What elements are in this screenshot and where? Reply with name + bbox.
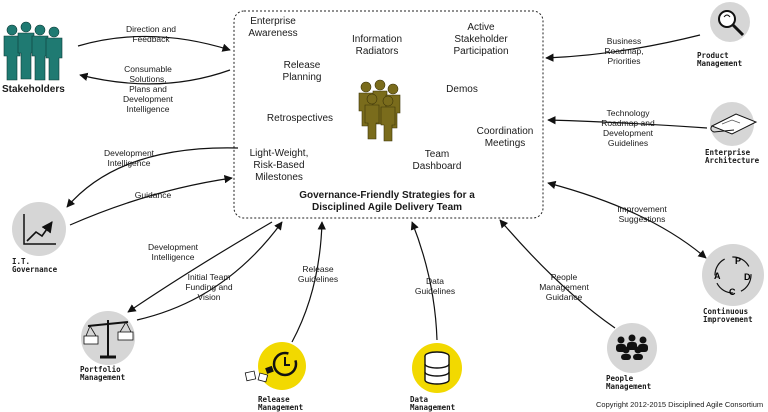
flow-consumable-solutions: Consumable Solutions, Plans and Developm… xyxy=(122,64,174,114)
pdca-c: C xyxy=(729,287,736,297)
flow-technology-roadmap: Technology Roadmap and Development Guide… xyxy=(601,108,655,148)
enterprise-architecture-label: Enterprise Architecture xyxy=(705,148,760,165)
flow-people-management-guidance: People Management Guidance xyxy=(539,272,589,302)
strategy-team-dashboard: Team Dashboard xyxy=(412,149,462,172)
strategy-retrospectives: Retrospectives xyxy=(266,113,334,124)
team-group-icon xyxy=(358,79,401,142)
flow-development-intelligence-it: Development Intelligence xyxy=(103,148,155,168)
team-box xyxy=(233,10,544,219)
growth-chart-icon xyxy=(12,202,66,256)
strategy-release-planning: Release Planning xyxy=(282,60,322,83)
continuous-improvement-label: Continuous Improvement xyxy=(703,307,753,324)
flow-business-roadmap: Business Roadmap, Priorities xyxy=(604,36,644,66)
pdca-p: P xyxy=(735,256,741,266)
database-icon xyxy=(412,343,462,393)
flow-arrows xyxy=(66,34,708,343)
arrow-data-guidelines xyxy=(410,221,438,341)
arrow-release-guidelines xyxy=(291,221,326,343)
flow-release-guidelines: Release Guidelines xyxy=(297,264,339,284)
arrow-people-management xyxy=(499,219,616,329)
arrow-consumable-solutions xyxy=(79,69,231,85)
arrow-guidance xyxy=(69,174,233,226)
product-management-label: Product Management xyxy=(697,51,743,68)
strategy-information-radiators: Information Radiators xyxy=(351,34,403,57)
portfolio-management-label: Portfolio Management xyxy=(80,365,126,382)
people-management-label: People Management xyxy=(606,374,652,391)
stakeholders-group-icon xyxy=(3,21,63,81)
arrow-initial-funding xyxy=(136,221,283,321)
copyright-notice: Copyright 2012-2015 Disciplined Agile Co… xyxy=(596,400,764,409)
arrow-improvement-suggestions xyxy=(547,180,707,259)
flow-improvement-suggestions: Improvement Suggestions xyxy=(617,204,667,224)
lightbulb-magnifier-icon xyxy=(710,2,750,42)
flow-direction-feedback: Direction and Feedback xyxy=(125,24,177,44)
flow-initial-team-funding: Initial Team Funding and Vision xyxy=(185,272,233,302)
flow-development-intelligence-portfolio: Development Intelligence xyxy=(147,242,199,262)
strategy-enterprise-awareness: Enterprise Awareness xyxy=(248,16,298,39)
pdca-d: D xyxy=(744,272,751,282)
arrow-development-intelligence-it xyxy=(66,147,239,208)
strategy-light-weight-milestones: Light-Weight, Risk-Based Milestones xyxy=(249,148,309,183)
strategy-demos: Demos xyxy=(446,84,478,95)
data-management-label: Data Management xyxy=(410,395,456,412)
people-group-icon xyxy=(607,323,657,373)
balance-scale-icon xyxy=(81,311,135,365)
it-governance-label: I.T. Governance xyxy=(12,257,58,274)
center-title: Governance-Friendly Strategies for a Dis… xyxy=(299,190,475,213)
arrow-business-roadmap xyxy=(545,34,701,62)
release-clock-icon xyxy=(244,342,306,390)
pdca-a: A xyxy=(714,271,721,281)
strategy-active-stakeholder-participation: Active Stakeholder Participation xyxy=(453,22,509,57)
arrow-direction-feedback xyxy=(77,35,231,52)
flow-data-guidelines: Data Guidelines xyxy=(414,276,456,296)
stakeholders-label: Stakeholders xyxy=(2,84,65,95)
arrow-development-intelligence-portfolio xyxy=(127,221,273,313)
arrow-technology-roadmap xyxy=(547,116,708,129)
blueprint-scroll-icon xyxy=(710,102,758,146)
flow-guidance: Guidance xyxy=(134,190,172,200)
strategy-coordination-meetings: Coordination Meetings xyxy=(476,126,534,149)
pdca-cycle-icon: P D C A xyxy=(702,244,764,306)
release-management-label: Release Management xyxy=(258,395,304,412)
